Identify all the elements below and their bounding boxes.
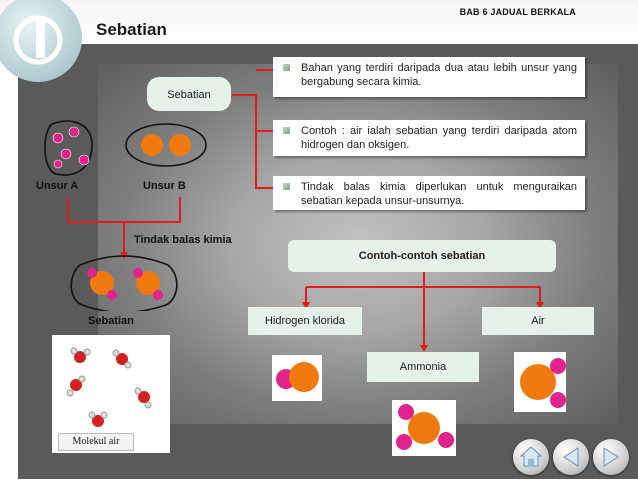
bullet-icon <box>283 127 290 134</box>
example-water: Air <box>482 307 594 335</box>
water-image <box>514 352 566 412</box>
water-molecule-icon <box>520 358 566 408</box>
examples-title: Contoh-contoh sebatian <box>288 240 556 272</box>
water-molecules-image: Molekul air <box>52 335 170 453</box>
hcl-molecule-icon <box>276 362 319 392</box>
element-a-label: Unsur A <box>36 180 79 192</box>
compound-label: Sebatian <box>88 315 134 327</box>
header-bar <box>0 0 638 44</box>
example-ammonia: Ammonia <box>367 352 479 382</box>
definition-box: Bahan yang terdiri daripada dua atau leb… <box>273 57 585 97</box>
reaction-label: Tindak balas kimia <box>134 234 232 246</box>
reaction-box: Tindak balas kimia diperlukan untuk meng… <box>273 176 585 210</box>
compound-diagram <box>70 255 178 311</box>
home-button[interactable] <box>513 439 549 475</box>
previous-button[interactable] <box>553 439 589 475</box>
example-hydrogen-chloride: Hidrogen klorida <box>248 307 362 335</box>
ammonia-molecule-icon <box>396 404 454 450</box>
definition-text: Bahan yang terdiri daripada dua atau leb… <box>301 62 577 88</box>
water-molecules-icon <box>66 347 152 427</box>
logo-icon <box>0 0 82 82</box>
hydrogen-chloride-image <box>272 355 322 401</box>
previous-icon <box>563 447 579 467</box>
bullet-icon <box>283 64 290 71</box>
reaction-text: Tindak balas kimia diperlukan untuk meng… <box>301 181 577 207</box>
page-title: Sebatian <box>96 20 167 39</box>
home-icon <box>519 446 543 467</box>
chapter-label: BAB 6 JADUAL BERKALA <box>459 7 576 17</box>
next-icon <box>603 447 619 467</box>
example-text: Contoh : air ialah sebatian yang terdiri… <box>301 125 577 151</box>
water-caption: Molekul air <box>58 433 134 451</box>
element-b-label: Unsur B <box>143 180 186 192</box>
next-button[interactable] <box>593 439 629 475</box>
ammonia-image <box>392 400 456 456</box>
element-a-diagram <box>44 120 93 176</box>
compound-concept-label: Sebatian <box>147 77 231 111</box>
element-b-diagram <box>125 123 207 167</box>
bullet-icon <box>283 183 290 190</box>
example-box: Contoh : air ialah sebatian yang terdiri… <box>273 120 585 156</box>
